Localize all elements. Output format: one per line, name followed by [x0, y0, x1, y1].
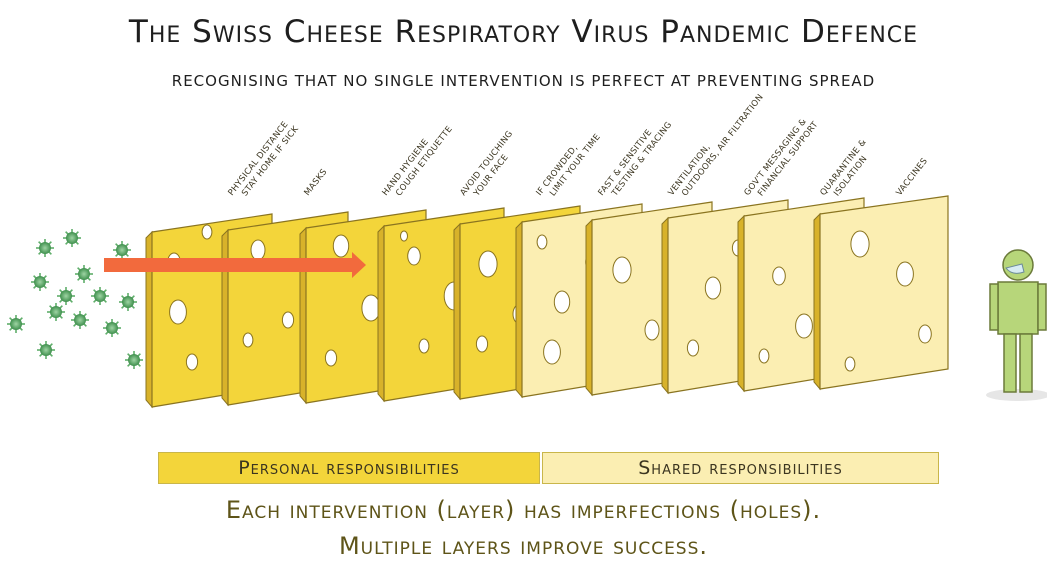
- virus-particle: [119, 293, 137, 311]
- virus-particle: [75, 265, 93, 283]
- virus-particle: [91, 287, 109, 305]
- conclusion-line-1: Each intervention (layer) has imperfecti…: [0, 496, 1047, 524]
- layer-label-1: Physical distanceStay home if sick: [226, 117, 301, 204]
- personal-responsibilities-band: Personal responsibilities: [158, 452, 540, 484]
- layer-label-3: Hand hygieneCough etiquette: [380, 118, 454, 205]
- cheese-slice-10: [814, 196, 948, 389]
- virus-particle: [47, 303, 65, 321]
- shared-responsibilities-band: Shared responsibilities: [542, 452, 939, 484]
- layer-label-8: Gov't messaging &financial support: [742, 113, 820, 205]
- layer-label-6: Fast & sensitivetesting & tracing: [596, 113, 674, 204]
- conclusion-line-2: Multiple layers improve success.: [0, 532, 1047, 560]
- virus-particle: [125, 351, 143, 369]
- layer-label-10: Vaccines: [894, 156, 929, 197]
- layer-label-9: Quarantine &isolation: [818, 137, 877, 204]
- virus-particle: [7, 315, 25, 333]
- cheese-slices: [146, 196, 948, 407]
- virus-particle: [36, 239, 54, 257]
- virus-path-arrow: [104, 258, 352, 272]
- layer-label-4: Avoid touchingyour face: [458, 129, 523, 205]
- virus-particle: [57, 287, 75, 305]
- virus-particle: [37, 341, 55, 359]
- virus-particle: [71, 311, 89, 329]
- virus-particle: [103, 319, 121, 337]
- virus-particle: [113, 241, 131, 259]
- person-icon: [986, 250, 1047, 401]
- virus-particle: [31, 273, 49, 291]
- virus-particle: [63, 229, 81, 247]
- layer-label-5: If crowded,limit your time: [534, 125, 602, 204]
- layer-label-2: Masks: [302, 167, 329, 198]
